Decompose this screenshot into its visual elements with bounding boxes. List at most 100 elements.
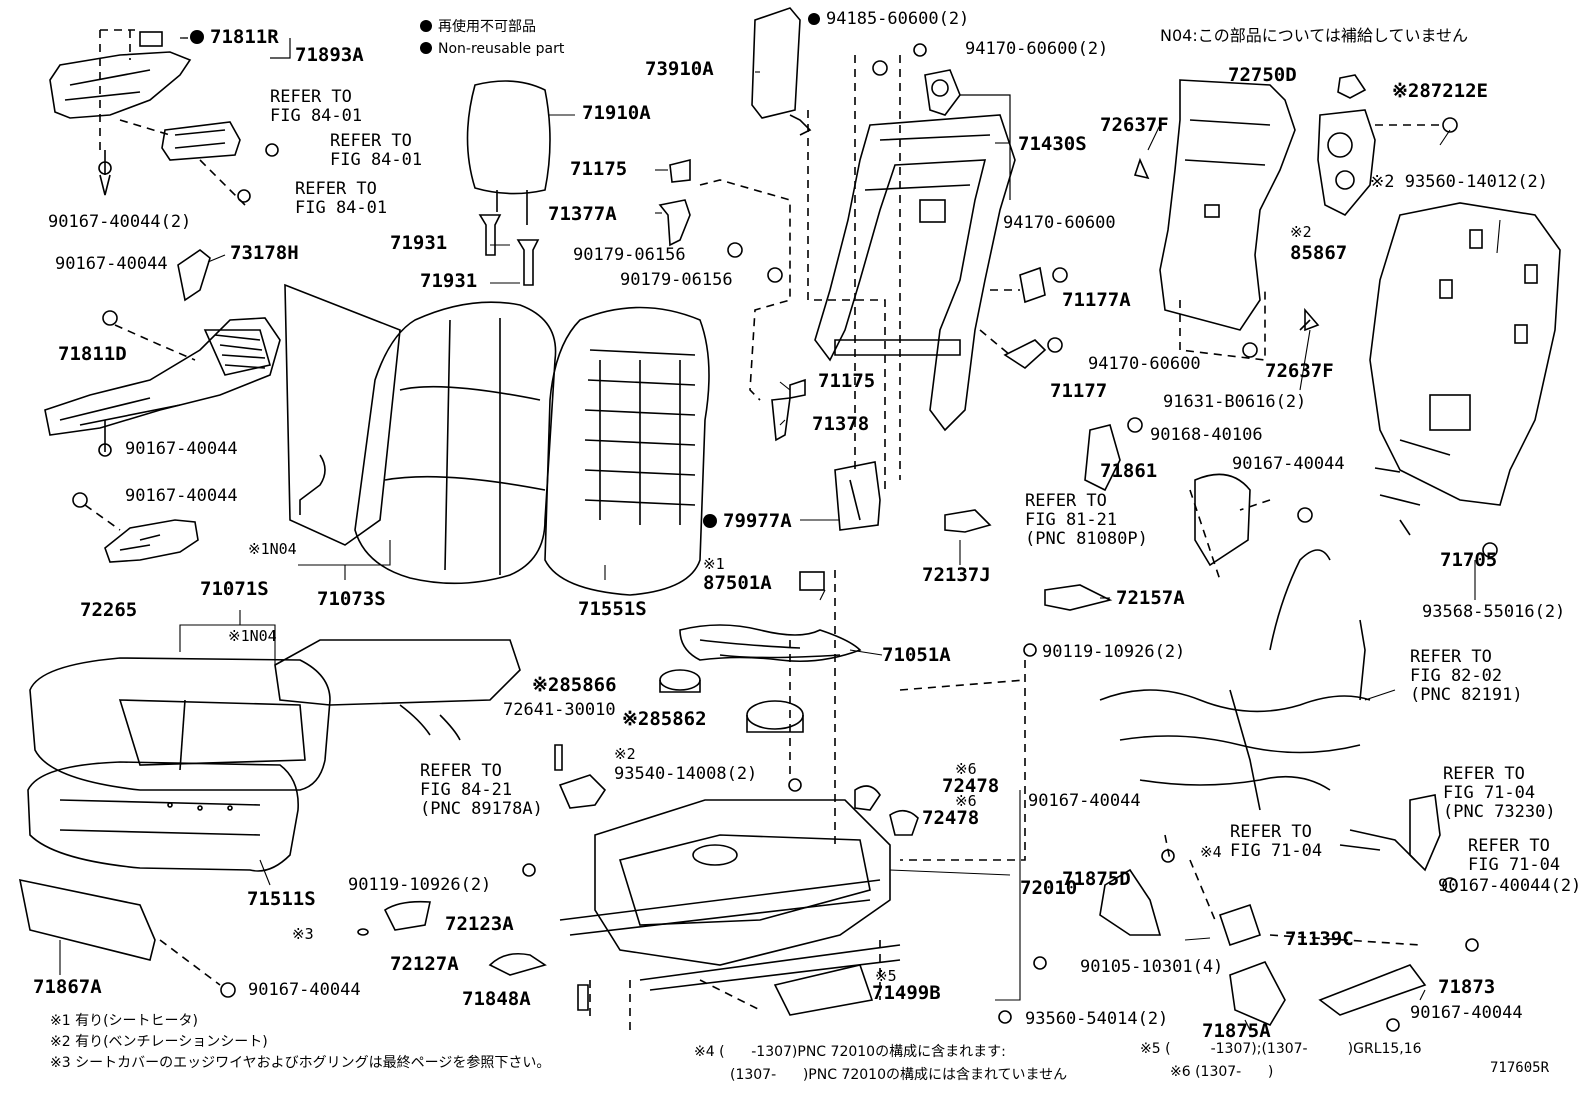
seatback-frame-71430S bbox=[814, 114, 1016, 432]
cover-72127A bbox=[488, 952, 547, 976]
non-reusable-dot-icon bbox=[808, 13, 820, 25]
n04-label[interactable]: N04 bbox=[249, 627, 277, 645]
part-label[interactable]: 71175 bbox=[570, 158, 628, 180]
part-label[interactable]: 72637F bbox=[1100, 114, 1169, 136]
part-label[interactable]: 93540-14008(2) bbox=[614, 764, 758, 784]
part-label[interactable]: 94185-60600(2) bbox=[808, 10, 969, 29]
part-label[interactable]: 71073S bbox=[317, 588, 386, 610]
part-label[interactable]: ※2 93560-14012(2) bbox=[1370, 173, 1548, 192]
legend-non-reusable-en: Non-reusable part bbox=[420, 41, 564, 57]
part-label[interactable]: 72137J bbox=[922, 564, 991, 586]
part-label[interactable]: 72641-30010 bbox=[503, 700, 616, 720]
cover-71139C bbox=[1218, 903, 1262, 947]
part-label[interactable]: 71875D bbox=[1062, 868, 1131, 890]
part-label[interactable]: 71175 bbox=[818, 370, 876, 392]
part-label[interactable]: 72157A bbox=[1116, 587, 1185, 609]
part-label[interactable]: 71931 bbox=[390, 232, 448, 254]
part-label[interactable]: 72123A bbox=[445, 913, 514, 935]
part-label[interactable]: 71511S bbox=[247, 888, 316, 910]
part-label[interactable]: 71139C bbox=[1285, 928, 1354, 950]
part-label[interactable]: 90167-40044(2) bbox=[48, 212, 192, 232]
part-label[interactable]: 93568-55016(2) bbox=[1422, 602, 1566, 622]
part-label[interactable]: 71811R bbox=[190, 28, 279, 47]
part-label[interactable]: 94170-60600(2) bbox=[965, 39, 1109, 59]
non-reusable-dot-icon bbox=[420, 42, 432, 54]
part-label[interactable]: 90167-40044 bbox=[1232, 454, 1345, 474]
part-label[interactable]: 85867 bbox=[1290, 242, 1348, 264]
part-label[interactable]: 71071S bbox=[200, 578, 269, 600]
cover-71499B bbox=[773, 964, 874, 1016]
part-label[interactable]: 90119-10926(2) bbox=[348, 875, 492, 895]
part-label[interactable]: 71551S bbox=[578, 598, 647, 620]
refer-to-label[interactable]: REFER TO FIG 84-01 bbox=[295, 179, 388, 218]
part-label[interactable]: 90167-40044 bbox=[55, 254, 168, 274]
part-label[interactable]: 71931 bbox=[420, 270, 478, 292]
part-label[interactable]: 71499B bbox=[872, 982, 941, 1004]
part-label[interactable]: 71811D bbox=[58, 343, 127, 365]
part-label[interactable]: 94170-60600 bbox=[1088, 354, 1201, 374]
part-label[interactable]: 72750D bbox=[1228, 64, 1297, 86]
part-label[interactable]: 90179-06156 bbox=[573, 245, 686, 265]
refer-to-label[interactable]: REFER TO FIG 71-04 bbox=[1468, 836, 1561, 875]
part-label[interactable]: 71051A bbox=[882, 644, 951, 666]
part-label[interactable]: 90168-40106 bbox=[1150, 425, 1263, 445]
refer-to-label[interactable]: REFER TO FIG 84-01 bbox=[270, 87, 363, 126]
part-label[interactable]: 72637F bbox=[1265, 360, 1334, 382]
cover-71861 bbox=[1194, 473, 1251, 567]
part-label[interactable]: 71867A bbox=[33, 976, 102, 998]
side-cover-71893A bbox=[49, 31, 192, 119]
part-label[interactable]: ※285862 bbox=[622, 710, 707, 729]
part-label[interactable]: 93560-54014(2) bbox=[1025, 1009, 1169, 1029]
part-label[interactable]: 90119-10926(2) bbox=[1042, 642, 1186, 662]
part-label[interactable]: 71861 bbox=[1100, 460, 1158, 482]
cushion-pad-71511S bbox=[27, 761, 299, 872]
part-label[interactable]: 87501A bbox=[703, 572, 772, 594]
part-label[interactable]: 71873 bbox=[1438, 976, 1496, 998]
part-label[interactable]: ※287212E bbox=[1392, 82, 1488, 101]
part-label[interactable]: 71893A bbox=[295, 44, 364, 66]
part-label[interactable]: 91631-B0616(2) bbox=[1163, 392, 1307, 412]
part-label[interactable]: 90167-40044(2) bbox=[1438, 876, 1582, 896]
footnote-mark: ※4 bbox=[1200, 843, 1222, 861]
part-label[interactable]: 72010 bbox=[1020, 877, 1078, 899]
part-label[interactable]: 90167-40044 bbox=[248, 980, 361, 1000]
part-label[interactable]: ※285866 bbox=[532, 676, 617, 695]
part-label[interactable]: 71848A bbox=[462, 988, 531, 1010]
part-label[interactable]: 90167-40044 bbox=[125, 439, 238, 459]
part-label[interactable]: 71910A bbox=[582, 102, 651, 124]
part-label[interactable]: 73178H bbox=[230, 242, 299, 264]
part-label[interactable]: 73910A bbox=[645, 58, 714, 80]
part-label[interactable]: 94170-60600 bbox=[1003, 213, 1116, 233]
sensor-87501A bbox=[799, 571, 825, 591]
part-label[interactable]: 72478 bbox=[942, 775, 1000, 797]
refer-to-label[interactable]: REFER TO FIG 71-04 bbox=[1230, 822, 1323, 861]
part-label[interactable]: 90167-40044 bbox=[1028, 791, 1141, 811]
part-label[interactable]: 71705 bbox=[1440, 549, 1498, 571]
part-label[interactable]: 90167-40044 bbox=[1410, 1003, 1523, 1023]
refer-to-label[interactable]: REFER TO FIG 71-04 (PNC 73230) bbox=[1443, 764, 1556, 822]
part-label[interactable]: 71377A bbox=[548, 203, 617, 225]
part-label[interactable]: 90105-10301(4) bbox=[1080, 957, 1224, 977]
refer-to-label[interactable]: REFER TO FIG 84-21 (PNC 89178A) bbox=[420, 761, 543, 819]
cover-71875D bbox=[1099, 868, 1162, 936]
n04-label[interactable]: N04 bbox=[269, 540, 297, 558]
part-label[interactable]: 90167-40044 bbox=[125, 486, 238, 506]
part-label[interactable]: 71430S bbox=[1018, 133, 1087, 155]
part-label[interactable]: 72265 bbox=[80, 599, 138, 621]
refer-to-label[interactable]: REFER TO FIG 82-02 (PNC 82191) bbox=[1410, 647, 1523, 705]
refer-to-label[interactable]: REFER TO FIG 81-21 (PNC 81080P) bbox=[1025, 491, 1148, 549]
refer-to-label[interactable]: REFER TO FIG 84-01 bbox=[330, 131, 423, 170]
footnote-mark: ※2 bbox=[1290, 223, 1312, 241]
part-label[interactable]: 71177A bbox=[1062, 289, 1131, 311]
part-label[interactable]: 90179-06156 bbox=[620, 270, 733, 290]
cover-71811D bbox=[44, 317, 281, 436]
part-label[interactable]: 71875A bbox=[1202, 1020, 1271, 1042]
part-label[interactable]: 72127A bbox=[390, 953, 459, 975]
footnote-mark: ※1N04 bbox=[228, 627, 277, 645]
part-label[interactable]: 71177 bbox=[1050, 380, 1108, 402]
seatback-cover-71073S bbox=[284, 283, 557, 585]
part-label[interactable]: 71378 bbox=[812, 413, 870, 435]
seat-cushion-71071S bbox=[29, 657, 331, 791]
part-label[interactable]: 72478 bbox=[922, 807, 980, 829]
part-label[interactable]: 79977A bbox=[703, 512, 792, 531]
